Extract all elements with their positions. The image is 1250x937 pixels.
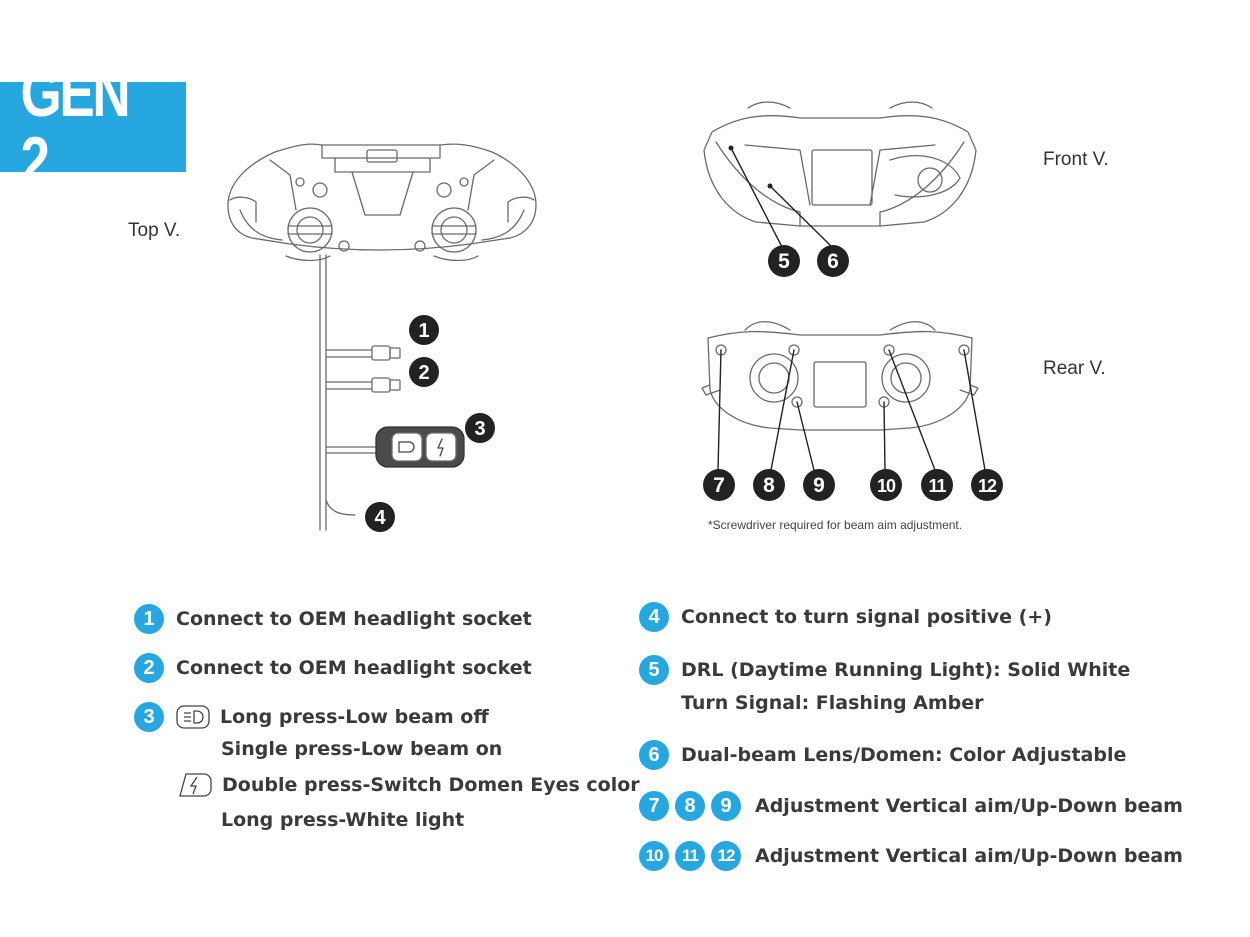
svg-text:12: 12 <box>978 476 997 496</box>
gen-banner: GEN 2 <box>0 59 186 195</box>
gen-title: GEN 2 <box>20 55 130 199</box>
leader-lines <box>717 147 986 471</box>
legend-item-4: 4 Connect to turn signal positive (+) <box>639 602 1052 632</box>
callout-11: 11 <box>921 469 953 501</box>
callout-badges: 1 2 3 4 5 6 7 8 9 10 11 12 <box>365 245 1003 532</box>
svg-text:3: 3 <box>474 418 485 440</box>
top-view-wiring <box>319 254 401 531</box>
legend-text-5-line1: DRL (Daytime Running Light): Solid White <box>681 659 1131 681</box>
legend-badge-8: 8 <box>675 791 705 821</box>
legend-badge-9: 9 <box>711 791 741 821</box>
low-beam-icon <box>176 705 210 729</box>
top-view-drawing <box>227 143 537 262</box>
legend-text-5-line2: Turn Signal: Flashing Amber <box>681 692 984 714</box>
callout-2: 2 <box>409 357 439 387</box>
legend-item-3: 3 Long press-Low beam off <box>134 702 489 732</box>
legend-text-2: Connect to OEM headlight socket <box>176 657 532 679</box>
legend-badge-2: 2 <box>134 653 164 683</box>
callout-8: 8 <box>753 469 785 501</box>
legend-badge-1: 1 <box>134 604 164 634</box>
svg-text:10: 10 <box>877 476 896 496</box>
legend-text-4: Connect to turn signal positive (+) <box>681 606 1052 628</box>
switch-remote-drawing <box>375 426 465 468</box>
flash-line-1: Double press-Switch Domen Eyes color <box>222 774 640 796</box>
legend-text-6: Dual-beam Lens/Domen: Color Adjustable <box>681 744 1127 766</box>
legend-badge-3: 3 <box>134 702 164 732</box>
legend-badge-12: 12 <box>711 841 741 871</box>
callout-10: 10 <box>870 469 902 501</box>
callout-1: 1 <box>409 315 439 345</box>
legend-item-3-flash: Double press-Switch Domen Eyes color <box>178 773 640 797</box>
low-beam-line-2: Single press-Low beam on <box>221 738 503 760</box>
legend-text-7-8-9: Adjustment Vertical aim/Up-Down beam <box>755 795 1183 817</box>
svg-text:7: 7 <box>713 474 725 497</box>
headlight-diagrams: 1 2 3 4 5 6 7 8 9 10 11 12 <box>227 101 1003 532</box>
callout-6: 6 <box>817 245 849 277</box>
legend-item-2: 2 Connect to OEM headlight socket <box>134 653 532 683</box>
legend-item-1: 1 Connect to OEM headlight socket <box>134 604 532 634</box>
svg-text:8: 8 <box>763 474 775 497</box>
svg-text:4: 4 <box>374 507 386 529</box>
svg-text:5: 5 <box>778 250 790 273</box>
flash-line-2: Long press-White light <box>221 809 465 831</box>
front-view-label: Front V. <box>1043 149 1109 170</box>
legend-text-10-11-12: Adjustment Vertical aim/Up-Down beam <box>755 845 1183 867</box>
low-beam-line-1: Long press-Low beam off <box>220 706 489 728</box>
legend-badge-4: 4 <box>639 602 669 632</box>
callout-9: 9 <box>803 469 835 501</box>
legend-badge-11: 11 <box>675 841 705 871</box>
legend-text-1: Connect to OEM headlight socket <box>176 608 532 630</box>
legend-item-5: 5 DRL (Daytime Running Light): Solid Whi… <box>639 655 1130 685</box>
svg-text:11: 11 <box>928 476 946 496</box>
svg-text:1: 1 <box>418 320 429 342</box>
legend-badge-7: 7 <box>639 791 669 821</box>
legend-item-7-8-9: 7 8 9 Adjustment Vertical aim/Up-Down be… <box>639 791 1183 821</box>
svg-text:9: 9 <box>813 474 825 497</box>
lightning-icon <box>179 773 212 797</box>
footnote: *Screwdriver required for beam aim adjus… <box>708 518 963 532</box>
callout-5: 5 <box>768 245 800 277</box>
legend-badge-10: 10 <box>639 841 669 871</box>
svg-text:2: 2 <box>418 362 429 384</box>
legend-badge-6: 6 <box>639 740 669 770</box>
legend-item-10-11-12: 10 11 12 Adjustment Vertical aim/Up-Down… <box>639 841 1183 871</box>
legend-badge-5: 5 <box>639 655 669 685</box>
rear-view-label: Rear V. <box>1043 358 1106 379</box>
callout-7: 7 <box>703 469 735 501</box>
callout-3: 3 <box>465 413 495 443</box>
front-view-drawing <box>703 101 977 227</box>
top-view-label: Top V. <box>128 220 181 241</box>
callout-4: 4 <box>365 502 395 532</box>
legend-item-6: 6 Dual-beam Lens/Domen: Color Adjustable <box>639 740 1126 770</box>
callout-12: 12 <box>971 469 1003 501</box>
svg-text:6: 6 <box>827 250 839 273</box>
rear-view-drawing <box>701 321 979 431</box>
